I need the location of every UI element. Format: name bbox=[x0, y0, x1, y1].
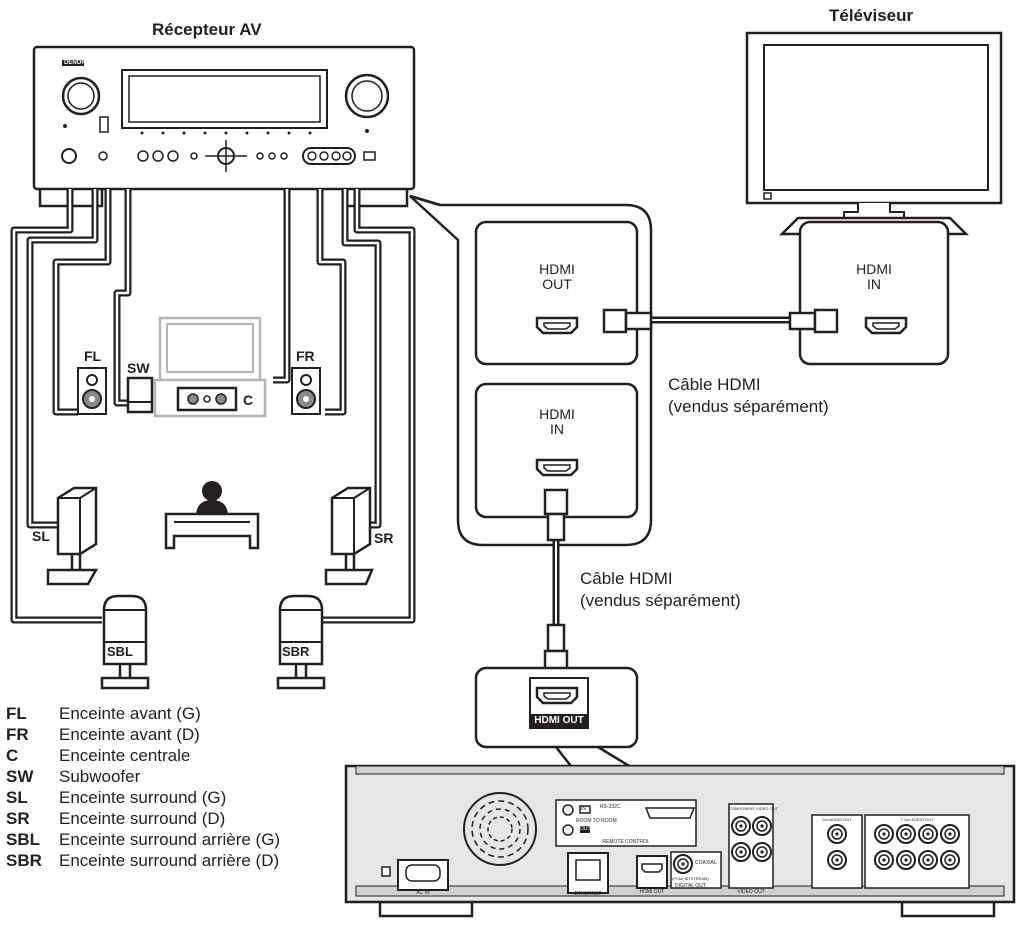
receiver-hdmi-in-port bbox=[535, 458, 579, 477]
speaker-sbr bbox=[276, 594, 326, 690]
panel-digital-out: DIGITAL OUT bbox=[675, 883, 706, 889]
panel-component: COMPONENT VIDEO OUT bbox=[729, 806, 779, 811]
legend-row: SBR Enceinte surround arrière (D) bbox=[6, 850, 280, 871]
panel-71ch-audio: 7.1ch AUDIO OUT bbox=[900, 817, 934, 822]
legend-code: C bbox=[6, 746, 19, 765]
speaker-legend: FL Enceinte avant (G) FR Enceinte avant (D… bbox=[6, 703, 280, 871]
tv-hdmi-in-port bbox=[864, 316, 908, 335]
legend-desc: Enceinte avant (D) bbox=[59, 725, 200, 744]
hdmi-cable-label-tv: Câble HDMI(vendus séparément) bbox=[668, 375, 829, 416]
legend-code: FR bbox=[6, 725, 29, 744]
speaker-fl bbox=[77, 367, 107, 415]
panel-in: IN bbox=[581, 806, 586, 812]
player-rear-panel bbox=[344, 764, 1016, 918]
panel-rs232c: RS-232C bbox=[600, 804, 621, 810]
legend-row: SR Enceinte surround (D) bbox=[6, 808, 280, 829]
tv-title: Téléviseur bbox=[829, 6, 914, 25]
receiver-title: Récepteur AV bbox=[152, 20, 262, 39]
legend-row: SL Enceinte surround (G) bbox=[6, 787, 280, 808]
panel-coaxial: COAXIAL bbox=[695, 860, 717, 866]
legend-code: SR bbox=[6, 809, 30, 828]
speaker-label-fr: FR bbox=[296, 348, 315, 364]
brand-label: DENON bbox=[64, 60, 86, 66]
panel-2ch-audio: 2ch AUDIO OUT bbox=[822, 817, 852, 822]
legend-row: C Enceinte centrale bbox=[6, 745, 280, 766]
television bbox=[745, 31, 1003, 236]
av-receiver bbox=[32, 45, 416, 208]
player-hdmi-out-label: HDMI OUT bbox=[534, 715, 584, 726]
speaker-sbl bbox=[100, 594, 150, 690]
speaker-cables bbox=[10, 189, 416, 624]
speaker-label-sbr: SBR bbox=[282, 644, 310, 659]
receiver-hdmi-out-box bbox=[474, 220, 639, 366]
listener-sofa bbox=[164, 481, 260, 550]
legend-desc: Enceinte surround arrière (D) bbox=[59, 851, 280, 870]
legend-row: SBL Enceinte surround arrière (G) bbox=[6, 829, 280, 850]
hdmi-cable-tv bbox=[602, 308, 839, 334]
tv-hdmi-in-box bbox=[798, 220, 950, 366]
receiver-zoom-callout bbox=[409, 194, 653, 547]
brand-badge bbox=[62, 60, 84, 66]
speaker-label-sbl: SBL bbox=[107, 644, 133, 659]
subwoofer bbox=[126, 376, 154, 414]
panel-room-to-room: ROOM TO ROOM bbox=[576, 818, 617, 824]
speaker-label-sw: SW bbox=[127, 360, 150, 376]
speaker-sl bbox=[46, 486, 99, 586]
legend-row: FR Enceinte avant (D) bbox=[6, 724, 280, 745]
receiver-hdmi-out-port bbox=[535, 316, 579, 335]
hdmi-cable-player bbox=[543, 488, 569, 677]
legend-code: SL bbox=[6, 788, 28, 807]
legend-code: SW bbox=[6, 767, 34, 786]
legend-row: SW Subwoofer bbox=[6, 766, 280, 787]
panel-out: OUT bbox=[580, 826, 591, 832]
panel-ac-in: AC IN bbox=[416, 890, 430, 896]
panel-video-out: VIDEO OUT bbox=[737, 889, 765, 895]
center-speaker bbox=[176, 386, 238, 412]
panel-hdmi-out: HDMI OUT bbox=[639, 889, 665, 895]
legend-code: SBL bbox=[6, 830, 40, 849]
panel-ethernet: ETHERNET bbox=[574, 891, 602, 897]
legend-code: SBR bbox=[6, 851, 42, 870]
speaker-fr bbox=[291, 367, 321, 415]
speaker-label-c: C bbox=[243, 392, 254, 408]
legend-desc: Enceinte avant (G) bbox=[59, 704, 201, 723]
speaker-sr bbox=[324, 486, 374, 586]
hdmi-cable-label-player: Câble HDMI(vendus séparément) bbox=[580, 569, 741, 610]
speaker-label-sl: SL bbox=[32, 528, 50, 544]
legend-desc: Enceinte surround (D) bbox=[59, 809, 226, 828]
legend-desc: Enceinte surround arrière (G) bbox=[59, 830, 281, 849]
speaker-label-fl: FL bbox=[84, 348, 102, 364]
speaker-label-sr: SR bbox=[374, 530, 394, 546]
legend-desc: Enceinte surround (G) bbox=[59, 788, 227, 807]
panel-pcm: (PCM/ BITSTREAM) bbox=[672, 876, 709, 881]
legend-desc: Subwoofer bbox=[59, 767, 141, 786]
panel-remote-control: REMOTE CONTROL bbox=[602, 839, 650, 845]
legend-row: FL Enceinte avant (G) bbox=[6, 703, 280, 724]
legend-code: FL bbox=[6, 704, 27, 723]
player-hdmi-out-port bbox=[535, 686, 579, 705]
legend-desc: Enceinte centrale bbox=[59, 746, 191, 765]
